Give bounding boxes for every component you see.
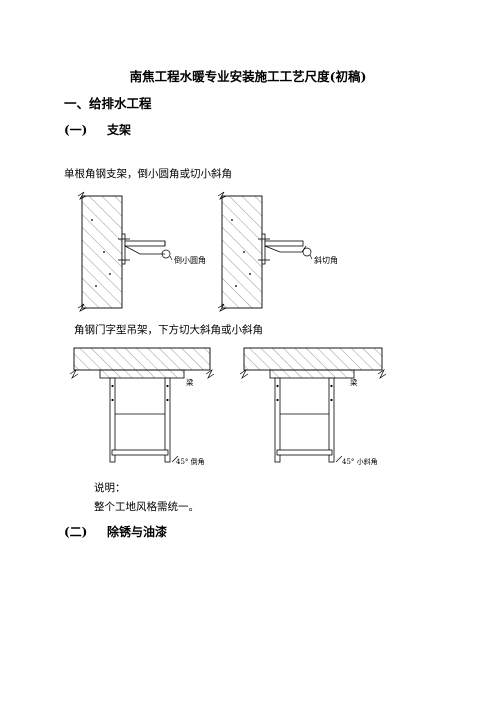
slab-right — [239, 347, 387, 380]
page-title: 南焦工程水暖专业安装施工工艺尺度(初稿) — [129, 69, 367, 84]
subsection-heading-rust: (二) 除锈与油漆 — [64, 523, 167, 540]
label-45-small-bevel: 45° 小斜角 — [342, 457, 378, 466]
subsection-number: (二) — [64, 525, 88, 539]
figure-door-hanger: 梁 45° 倒角 梁 45° 小斜角 — [69, 347, 387, 466]
hanger-left — [109, 377, 179, 463]
subsection-title: 除锈与油漆 — [107, 525, 168, 539]
figure-single-bracket: 倒小圆角 斜切角 — [77, 191, 338, 312]
note-text: 整个工地风格需统一。 — [94, 501, 199, 513]
label-45-chamfer: 45° 倒角 — [176, 457, 205, 466]
bracket-right — [258, 233, 313, 265]
label-bevel-cut: 斜切角 — [314, 255, 338, 265]
wall-right — [217, 191, 263, 312]
wall-left — [77, 191, 123, 312]
subsection-number: (一) — [64, 123, 88, 137]
label-rounded-corner: 倒小圆角 — [174, 255, 206, 265]
subsection-title: 支架 — [107, 123, 132, 137]
bracket-left — [118, 233, 173, 265]
paragraph-door-hanger: 角钢门字型吊架，下方切大斜角或小斜角 — [74, 324, 263, 336]
hanger-right — [274, 377, 343, 463]
beam-label-left: 梁 — [186, 378, 194, 387]
slab-left — [69, 347, 215, 380]
note-label: 说明： — [94, 482, 126, 494]
beam-label-right: 梁 — [350, 378, 358, 387]
section-heading: 一、给排水工程 — [64, 96, 152, 111]
paragraph-single-bracket: 单根角钢支架，倒小圆角或切小斜角 — [64, 168, 232, 180]
subsection-heading-support: (一) 支架 — [64, 121, 131, 138]
